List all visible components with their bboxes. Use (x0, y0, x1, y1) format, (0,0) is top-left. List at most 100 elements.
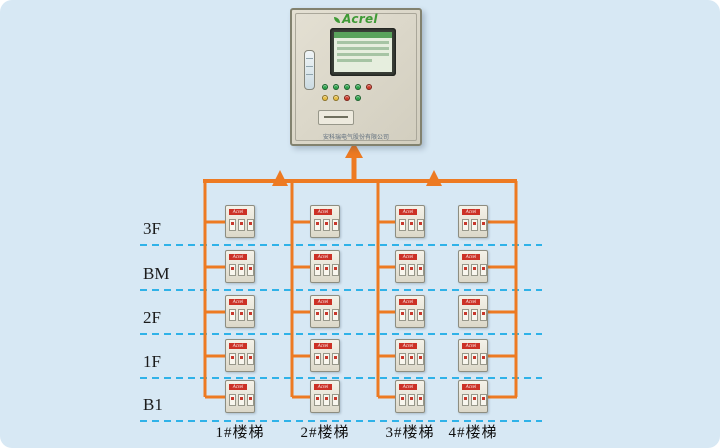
indicator-button (344, 84, 350, 90)
indicator-button (333, 95, 339, 101)
device-brand-band: Acrel (229, 343, 247, 349)
lcd-row (337, 59, 372, 62)
device-box: Acrel (395, 339, 425, 372)
device-modules (462, 394, 487, 406)
staircase-label: 2#楼梯 (300, 425, 350, 441)
floor-label: 3F (143, 219, 161, 238)
indicator-button (322, 95, 328, 101)
device-brand-band: Acrel (462, 209, 480, 215)
lcd-screen (330, 28, 396, 76)
device-box: Acrel (395, 205, 425, 238)
device-modules (314, 394, 339, 406)
device-modules (229, 219, 254, 231)
device-brand-band: Acrel (399, 209, 417, 215)
floor-divider-line (140, 333, 542, 335)
button-row-2 (322, 95, 361, 101)
device-brand-band: Acrel (229, 209, 247, 215)
device-modules (314, 309, 339, 321)
lcd-row (337, 41, 389, 44)
device-modules (314, 264, 339, 276)
device-modules (399, 394, 424, 406)
device-box: Acrel (458, 339, 488, 372)
floor-divider-line (140, 244, 542, 246)
device-modules (229, 264, 254, 276)
device-box: Acrel (395, 250, 425, 283)
device-modules (399, 219, 424, 231)
lcd-row (337, 53, 389, 56)
device-box: Acrel (310, 250, 340, 283)
indicator-button (344, 95, 350, 101)
device-box: Acrel (310, 205, 340, 238)
device-box: Acrel (225, 339, 255, 372)
floor-divider-line (140, 377, 542, 379)
indicator-button (355, 95, 361, 101)
device-brand-band: Acrel (229, 384, 247, 390)
device-box: Acrel (458, 250, 488, 283)
device-brand-band: Acrel (314, 299, 332, 305)
control-cabinet: Acrel 安科瑞电气股份有限公司 (290, 8, 422, 146)
device-brand-band: Acrel (399, 384, 417, 390)
device-modules (462, 309, 487, 321)
device-brand-band: Acrel (462, 254, 480, 260)
device-modules (462, 353, 487, 365)
device-brand-band: Acrel (229, 299, 247, 305)
device-box: Acrel (458, 380, 488, 413)
floor-label: BM (143, 264, 170, 283)
device-modules (462, 219, 487, 231)
device-box: Acrel (225, 250, 255, 283)
device-box: Acrel (395, 295, 425, 328)
device-modules (314, 353, 339, 365)
staircase-label: 3#楼梯 (385, 425, 435, 441)
device-box: Acrel (225, 380, 255, 413)
device-modules (399, 264, 424, 276)
device-brand-band: Acrel (399, 343, 417, 349)
device-brand-band: Acrel (399, 299, 417, 305)
device-modules (462, 264, 487, 276)
flow-arrow (426, 170, 442, 186)
floor-label: B1 (143, 395, 163, 414)
device-brand-band: Acrel (314, 254, 332, 260)
floor-divider-line (140, 289, 542, 291)
device-brand-band: Acrel (314, 343, 332, 349)
indicator-button (322, 84, 328, 90)
indicator-button (333, 84, 339, 90)
floor-label: 1F (143, 352, 161, 371)
button-row-1 (322, 84, 372, 90)
printer-slot (318, 110, 354, 125)
device-brand-band: Acrel (314, 209, 332, 215)
level-gauge (304, 50, 315, 90)
device-brand-band: Acrel (399, 254, 417, 260)
floor-divider-line (140, 420, 542, 422)
device-modules (229, 353, 254, 365)
device-box: Acrel (458, 205, 488, 238)
device-box: Acrel (225, 295, 255, 328)
device-box: Acrel (395, 380, 425, 413)
uplink-arrow (345, 142, 363, 158)
device-modules (229, 394, 254, 406)
device-box: Acrel (310, 380, 340, 413)
device-brand-band: Acrel (229, 254, 247, 260)
floor-label: 2F (143, 308, 161, 327)
indicator-button (355, 84, 361, 90)
flow-arrow (272, 170, 288, 186)
staircase-label: 4#楼梯 (448, 425, 498, 441)
lcd-header-bar (334, 32, 392, 38)
device-brand-band: Acrel (462, 384, 480, 390)
device-modules (399, 309, 424, 321)
device-brand-band: Acrel (462, 299, 480, 305)
device-box: Acrel (225, 205, 255, 238)
device-brand-band: Acrel (462, 343, 480, 349)
device-box: Acrel (458, 295, 488, 328)
cabinet-footer-text: 安科瑞电气股份有限公司 (322, 134, 389, 141)
device-modules (314, 219, 339, 231)
device-modules (399, 353, 424, 365)
indicator-button (366, 84, 372, 90)
lcd-row (337, 47, 389, 50)
device-box: Acrel (310, 339, 340, 372)
acrel-logo: Acrel (292, 12, 420, 26)
device-box: Acrel (310, 295, 340, 328)
staircase-label: 1#楼梯 (215, 425, 265, 441)
device-brand-band: Acrel (314, 384, 332, 390)
